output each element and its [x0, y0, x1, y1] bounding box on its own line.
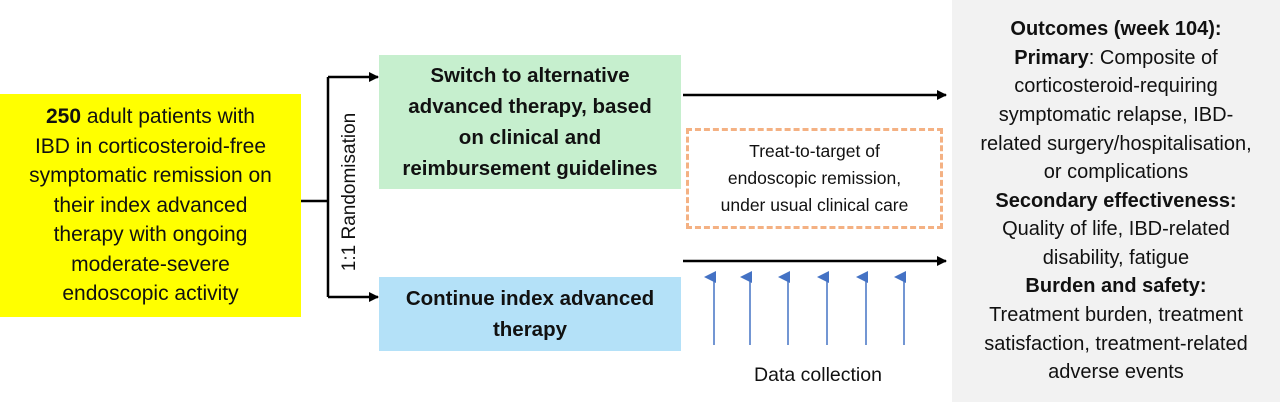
treat-to-target-line: endoscopic remission,: [727, 168, 902, 188]
patient-line: therapy with ongoing: [53, 223, 248, 247]
outcomes-panel: Outcomes (week 104): Primary: Composite …: [952, 0, 1280, 402]
patient-line: 250 adult patients with: [46, 105, 255, 129]
continue-arm-line: therapy: [492, 318, 568, 341]
switch-arm-line: advanced therapy, based: [408, 95, 652, 118]
data-collection-label: Data collection: [754, 364, 882, 386]
switch-arm-line: Switch to alternative: [430, 64, 630, 87]
treat-to-target-line: Treat-to-target of: [749, 141, 880, 161]
burden-safety-line: satisfaction, treatment-related: [984, 332, 1248, 355]
primary-outcome-line: related surgery/hospitalisation,: [980, 132, 1252, 155]
switch-arm-text: Switch to alternative advanced therapy, …: [402, 60, 657, 184]
primary-outcome-line: corticosteroid-requiring: [1014, 75, 1218, 98]
burden-safety-line: Treatment burden, treatment: [989, 304, 1243, 327]
treat-to-target-box: Treat-to-target of endoscopic remission,…: [686, 128, 943, 229]
switch-therapy-arm-box: Switch to alternative advanced therapy, …: [379, 55, 681, 189]
burden-safety-line: adverse events: [1048, 361, 1184, 384]
secondary-outcome-line: Quality of life, IBD-related: [1002, 218, 1230, 241]
patient-line: endoscopic activity: [62, 282, 239, 306]
continue-therapy-arm-box: Continue index advanced therapy: [379, 277, 681, 351]
primary-outcome-line: or complications: [1043, 161, 1189, 184]
treat-to-target-text: Treat-to-target of endoscopic remission,…: [721, 138, 909, 219]
patient-line: IBD in corticosteroid-free: [34, 134, 267, 158]
patient-line: moderate-severe: [71, 252, 230, 276]
patient-line: symptomatic remission on: [29, 164, 272, 188]
patient-count: 250: [46, 105, 82, 129]
primary-outcome-line: Primary: Composite of: [1014, 46, 1218, 69]
burden-safety-title: Burden and safety:: [1025, 275, 1207, 298]
switch-arm-line: on clinical and: [458, 126, 602, 149]
secondary-outcome-line: disability, fatigue: [1042, 246, 1190, 269]
treat-to-target-line: under usual clinical care: [720, 195, 909, 215]
secondary-outcome-title: Secondary effectiveness:: [995, 189, 1237, 212]
outcomes-title: Outcomes (week 104):: [1010, 18, 1222, 41]
data-collection-arrows: [704, 271, 906, 345]
primary-outcome-line: symptomatic relapse, IBD-: [998, 103, 1234, 126]
patient-population-box: 250 adult patients with IBD in corticost…: [0, 94, 301, 317]
patient-line: their index advanced: [53, 193, 248, 217]
primary-label: Primary: [1014, 46, 1089, 69]
randomisation-label: 1:1 Randomisation: [339, 112, 360, 272]
continue-arm-text: Continue index advanced therapy: [406, 283, 654, 345]
continue-arm-line: Continue index advanced: [405, 287, 655, 310]
patient-population-text: 250 adult patients with IBD in corticost…: [29, 102, 272, 309]
switch-arm-line: reimbursement guidelines: [402, 157, 658, 180]
randomisation-connector: [301, 72, 379, 302]
